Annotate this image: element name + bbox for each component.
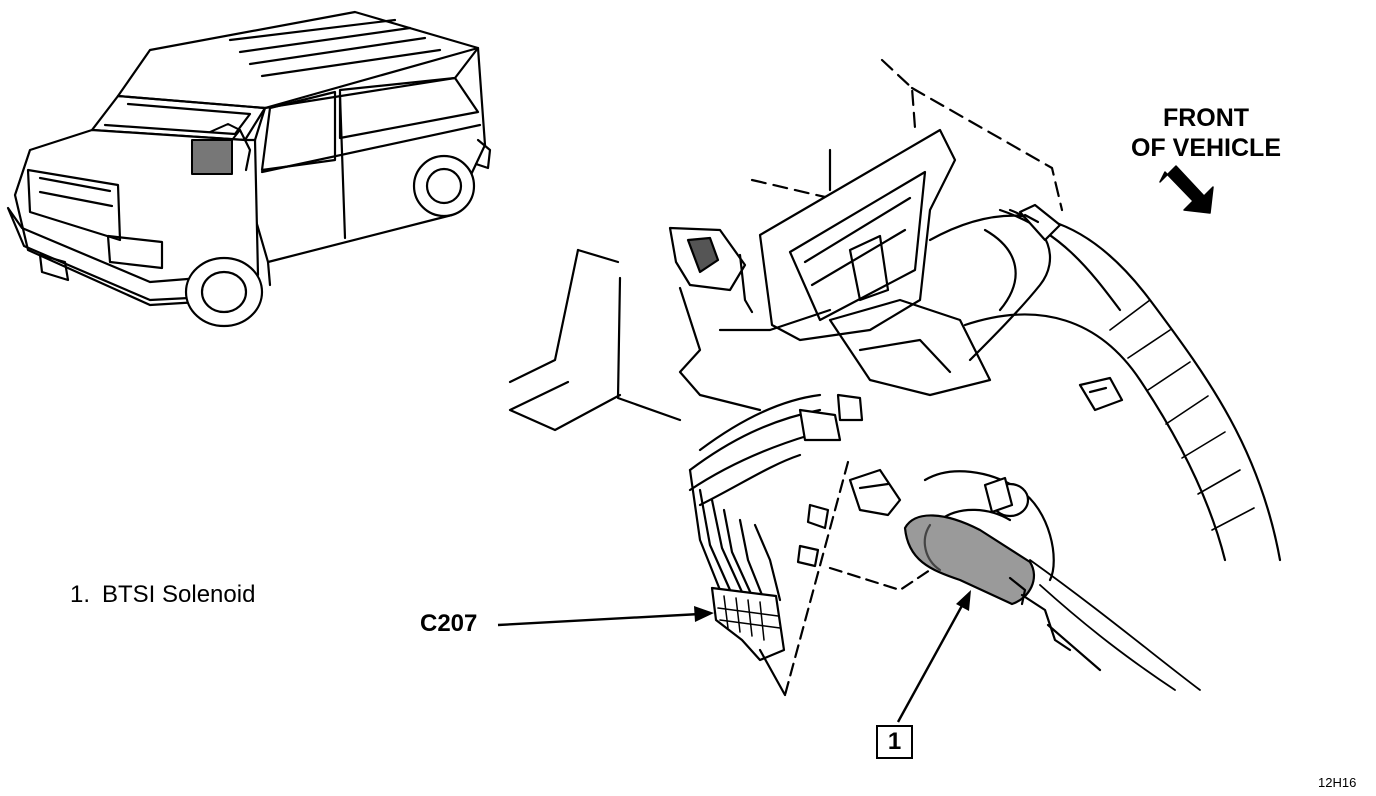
- callout-1-leader: [896, 590, 971, 723]
- legend-item-text: BTSI Solenoid: [102, 581, 256, 608]
- front-of-vehicle-label: FRONT OF VEHICLE: [1106, 103, 1306, 163]
- connector-c207-label: C207: [420, 610, 478, 637]
- detail-illustration: [508, 58, 1282, 697]
- front-label-line2: OF VEHICLE: [1130, 134, 1281, 162]
- callout-1-box: 1: [876, 725, 913, 759]
- van-illustration: [6, 10, 492, 328]
- legend-item-number: 1.: [70, 581, 91, 608]
- c207-leader: [497, 606, 714, 627]
- figure-id: 12H16: [1318, 775, 1357, 790]
- front-arrow: [1159, 165, 1214, 214]
- legend: 1. BTSI Solenoid: [70, 581, 255, 609]
- front-label-line1: FRONT: [1162, 104, 1250, 132]
